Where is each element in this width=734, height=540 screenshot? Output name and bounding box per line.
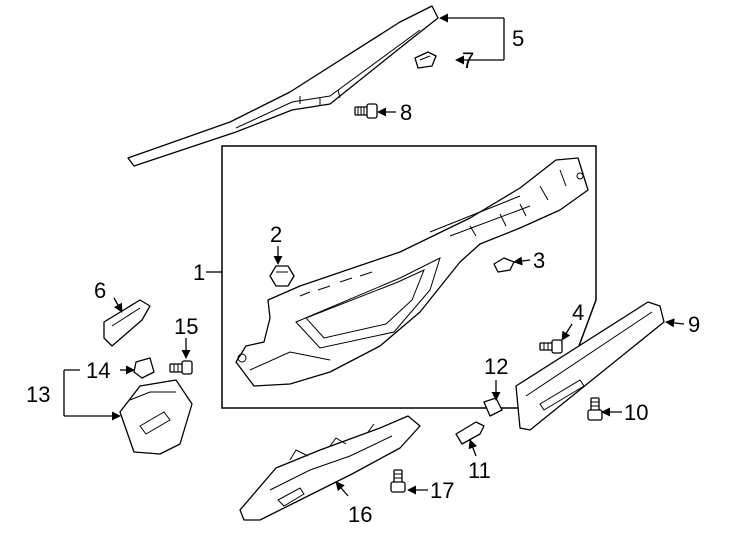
callout-15: 15 [174, 314, 198, 339]
screw-part-8 [354, 103, 378, 119]
callout-8: 8 [400, 100, 412, 125]
bolt-part-17 [390, 469, 406, 493]
carrier-part-1 [235, 157, 589, 387]
bracket-part-13 [119, 379, 193, 455]
trim-strip-part-5 [127, 5, 439, 167]
callout-3: 3 [533, 248, 545, 273]
clip-part-12 [483, 397, 503, 417]
trim-panel-part-9 [515, 301, 665, 431]
callout-9: 9 [688, 312, 700, 337]
screw-part-4 [539, 339, 563, 354]
callout-6: 6 [94, 278, 106, 303]
clip-part-2 [269, 265, 295, 287]
clip-part-7 [414, 51, 437, 69]
lower-panel-part-16 [239, 415, 421, 521]
screw-part-10 [587, 397, 603, 421]
bolt-part-15 [169, 360, 193, 375]
trim-piece-part-6 [103, 299, 151, 347]
callout-12: 12 [484, 354, 508, 379]
callout-7: 7 [462, 48, 474, 73]
callout-16: 16 [348, 502, 372, 527]
callout-10: 10 [624, 400, 648, 425]
callout-11: 11 [468, 458, 491, 483]
callout-14: 14 [86, 358, 110, 383]
callout-4: 4 [572, 300, 584, 325]
leader-lines [63, 18, 685, 497]
callout-5: 5 [512, 26, 524, 51]
clip-part-14 [133, 357, 155, 379]
connector-part-11 [455, 421, 485, 445]
clip-part-3 [493, 257, 515, 273]
callout-1: 1 [193, 260, 205, 285]
callout-2: 2 [270, 222, 282, 247]
callout-17: 17 [430, 478, 454, 503]
callout-13: 13 [26, 382, 50, 407]
